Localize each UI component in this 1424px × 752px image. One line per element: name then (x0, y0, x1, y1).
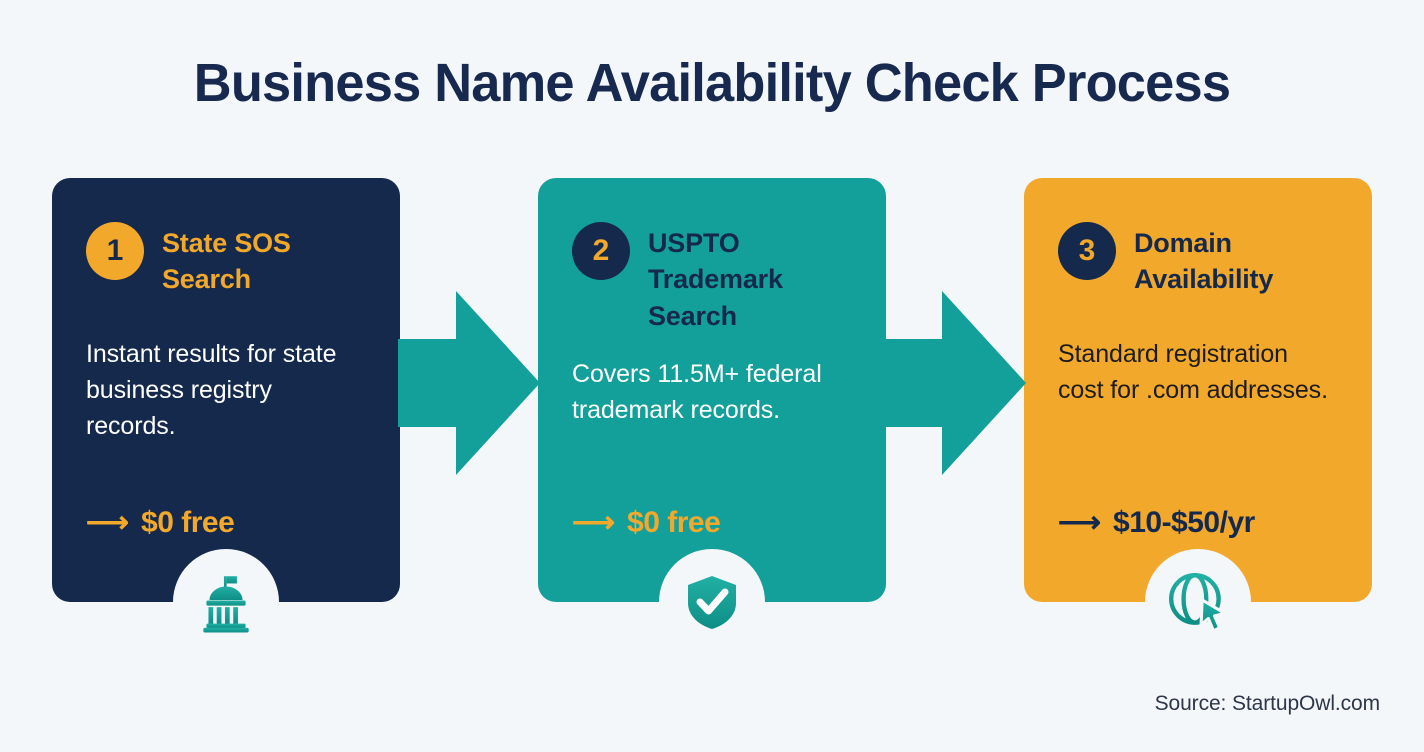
arrow-step2-to-step3 (884, 291, 1026, 475)
right-arrow-icon: ⟶ (572, 506, 615, 539)
step-description-3: Standard registration cost for .com addr… (1058, 339, 1328, 404)
step-title-2: USPTO Trademark Search (648, 228, 783, 331)
step-price-3: $10-$50/yr (1113, 506, 1255, 539)
globe-cursor-icon (1165, 569, 1231, 635)
step-number-badge-2: 2 (572, 222, 630, 280)
right-arrow-icon: ⟶ (1058, 506, 1101, 539)
step-title-3: Domain Availability (1134, 228, 1274, 295)
right-arrow-icon: ⟶ (86, 506, 129, 539)
arrow-step1-to-step2 (398, 291, 540, 475)
step-title-1: State SOS Search (162, 228, 291, 295)
step-card-1-header: 1 State SOS Search (86, 222, 366, 298)
step-price-1: $0 free (141, 506, 235, 539)
step-description-1: Instant results for state business regis… (86, 339, 337, 440)
process-steps: 1 State SOS Search Instant results for s… (0, 178, 1424, 655)
step-card-2-header: 2 USPTO Trademark Search (572, 222, 852, 334)
step-card-3: 3 Domain Availability Standard registrat… (1024, 178, 1372, 655)
step-icon-badge-3 (1145, 549, 1251, 655)
government-building-icon (193, 569, 259, 635)
step-price-2: $0 free (627, 506, 721, 539)
step-card-3-header: 3 Domain Availability (1058, 222, 1338, 298)
step-card-1: 1 State SOS Search Instant results for s… (52, 178, 400, 655)
step-price-row-1: ⟶ $0 free (86, 506, 235, 540)
step-number-badge-1: 1 (86, 222, 144, 280)
source-attribution: Source: StartupOwl.com (1154, 692, 1380, 715)
step-price-row-3: ⟶ $10-$50/yr (1058, 506, 1255, 540)
step-icon-badge-2 (659, 549, 765, 655)
shield-check-icon (680, 570, 744, 634)
step-number-badge-3: 3 (1058, 222, 1116, 280)
step-card-2: 2 USPTO Trademark Search Covers 11.5M+ f… (538, 178, 886, 655)
step-icon-badge-1 (173, 549, 279, 655)
page-title: Business Name Availability Check Process (193, 53, 1231, 113)
step-price-row-2: ⟶ $0 free (572, 506, 721, 540)
step-description-2: Covers 11.5M+ federal trademark records. (572, 360, 822, 425)
